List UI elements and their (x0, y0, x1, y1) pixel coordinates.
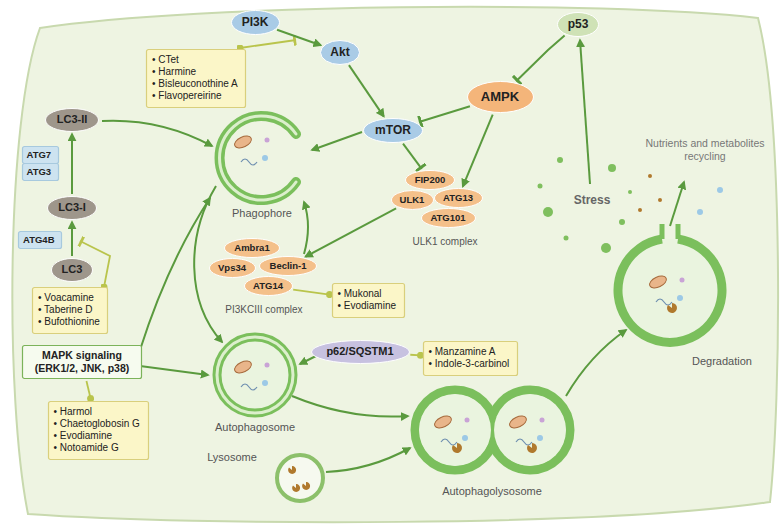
node-text: • Indole-3-carbinol (429, 358, 510, 370)
kinase-ellipse: Akt (320, 40, 360, 65)
cell-membrane (12, 7, 778, 522)
node-text: PI3K (242, 15, 269, 30)
node-text: p62/SQSTM1 (326, 345, 393, 358)
node-text: • CTet (152, 54, 179, 66)
node-text: • Bisleuconothine A (152, 78, 238, 90)
node-text: Vps34 (218, 262, 246, 274)
node-text: • Notoamide G (54, 442, 119, 454)
node-text: LC3 (62, 263, 83, 276)
node-text: • Voacamine (38, 292, 94, 304)
autophagolysosome (415, 390, 570, 470)
lc3-ellipse: LC3-II (45, 108, 99, 132)
kinase-ellipse: mTOR (363, 118, 423, 143)
complex-subunit: ULK1 (391, 190, 434, 210)
node-text: • Mukonal (338, 288, 382, 300)
cargo (233, 134, 723, 492)
node-text: ULK1 (400, 194, 425, 206)
node-text: ATG101 (430, 212, 465, 224)
node-text: ATG4B (23, 234, 55, 246)
enzyme-box: ATG7 (22, 146, 59, 164)
inhibitor-leader (410, 354, 420, 356)
lc3-ellipse: LC3-I (47, 196, 97, 220)
enzyme-box: ATG3 (22, 163, 59, 181)
node-text: LC3-I (58, 201, 86, 214)
compound-box: • Mukonal• Evodiamine (332, 283, 405, 318)
stress-dots (538, 157, 633, 253)
diagram-label: Degradation (692, 355, 752, 368)
node-text: • Evodiamine (54, 430, 113, 442)
complex-subunit: ATG13 (434, 188, 483, 208)
phagophore (220, 116, 296, 200)
complex-subunit: Ambra1 (224, 238, 280, 258)
inhibition-connector (419, 106, 470, 122)
node-text: Beclin-1 (270, 260, 307, 272)
node-text: Akt (330, 45, 349, 60)
node-text: FIP200 (415, 174, 446, 186)
node-text: • Evodiamine (338, 300, 397, 312)
activation-arrow (349, 65, 384, 116)
compound-box: • CTet• Harmine• Bisleuconothine A• Flav… (146, 49, 246, 108)
node-text: • Flavopereirine (152, 90, 222, 102)
node-text: • Bufothionine (38, 316, 100, 328)
node-text: ATG3 (27, 166, 52, 178)
compound-box: • Harmol• Chaetoglobosin G• Evodiamine• … (48, 401, 149, 460)
diagram-label: Nutrients and metabolites recycling (644, 137, 766, 162)
activation-arrow (71, 134, 73, 194)
node-text: ATG13 (443, 192, 473, 204)
diagram-label: Phagophore (232, 207, 292, 220)
inhibition-connector (403, 144, 422, 169)
inhibition-connector (516, 36, 564, 82)
complex-subunit: ATG14 (244, 276, 293, 296)
node-text: • Manzamine A (429, 346, 496, 358)
node-text: MAPK signaling (ERK1/2, JNK, p38) (28, 349, 136, 375)
protein-ellipse: p53 (557, 12, 599, 37)
inhibitor-leaders (80, 40, 296, 287)
degradation-vesicle (618, 224, 722, 342)
node-text: mTOR (375, 123, 411, 138)
compound-box: • Voacamine• Taberine D• Bufothionine (32, 287, 108, 334)
inhibitor-leader (293, 290, 329, 295)
diagram-label: ULK1 complex (412, 236, 477, 248)
complex-subunit: Vps34 (209, 258, 256, 278)
complex-subunit: Beclin-1 (259, 256, 317, 276)
node-text: • Harmine (152, 66, 196, 78)
activation-arrow (277, 30, 321, 45)
diagram-label: Autophagolysosome (442, 485, 542, 498)
diagram-label: Autophagosome (215, 421, 295, 434)
node-text: p53 (568, 17, 589, 32)
activation-arrow (71, 222, 73, 256)
node-text: AMPK (481, 89, 519, 105)
node-text: • Taberine D (38, 304, 92, 316)
activation-arrow (463, 115, 493, 187)
compound-box: • Manzamine A• Indole-3-carbinol (423, 341, 518, 376)
node-text: • Chaetoglobosin G (54, 418, 140, 430)
lysosome (277, 455, 323, 501)
activation-arrow (306, 208, 397, 256)
node-text: • Harmol (54, 406, 93, 418)
node-text: ATG14 (253, 280, 283, 292)
node-text: Ambra1 (234, 242, 269, 254)
node-text: LC3-II (57, 113, 88, 126)
inhibitor-leader (86, 381, 90, 399)
kinase-blob: AMPK (467, 81, 534, 113)
complex-subunit: ATG101 (421, 208, 476, 228)
enzyme-box: ATG4B (18, 231, 62, 249)
diagram-label: Lysosome (207, 451, 257, 464)
node-text: ATG7 (27, 149, 52, 161)
pathway-arrows (102, 40, 684, 472)
signaling-box: MAPK signaling (ERK1/2, JNK, p38) (22, 345, 142, 379)
kinase-ellipse: PI3K (231, 10, 280, 35)
autophagosome (217, 337, 293, 413)
diagram-label: Stress (574, 193, 611, 207)
lc3-ellipse: LC3 (51, 258, 93, 282)
complex-subunit: FIP200 (405, 170, 455, 190)
diagram-label: PI3KCIII complex (225, 304, 302, 316)
receptor-ellipse: p62/SQSTM1 (311, 340, 410, 364)
